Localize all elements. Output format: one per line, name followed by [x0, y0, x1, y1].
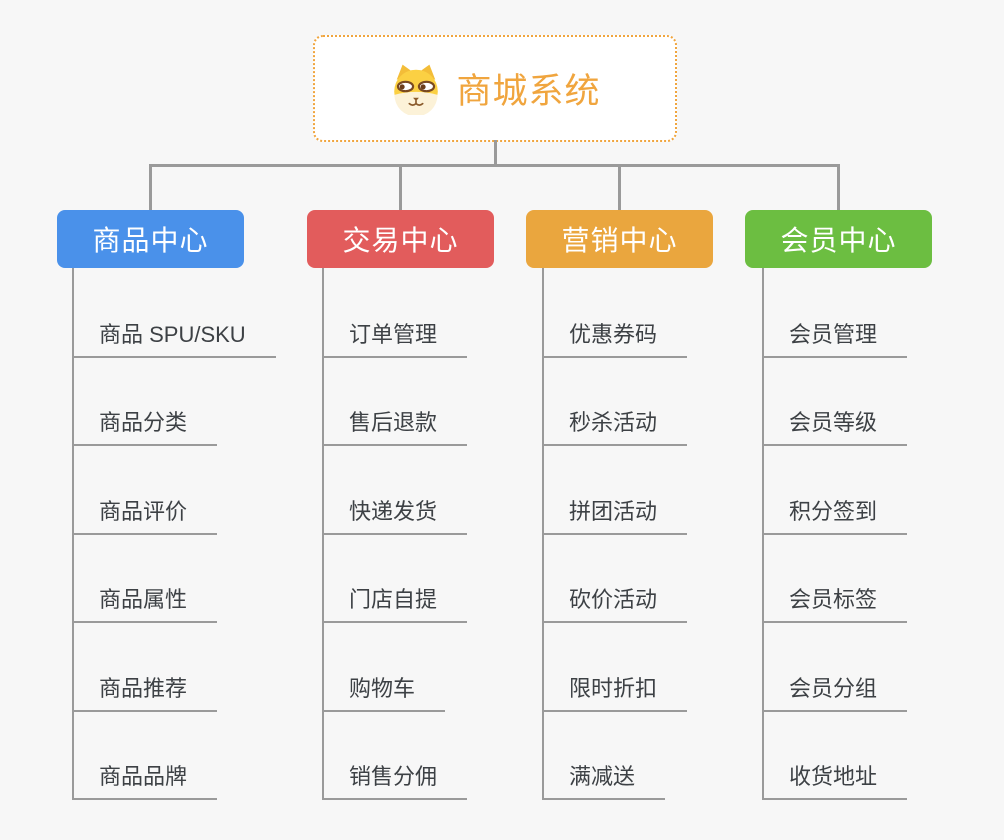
leaf-node[interactable]: 积分签到	[762, 495, 908, 535]
branch-node-member-center[interactable]: 会员中心	[745, 210, 932, 268]
leaf-node[interactable]: 商品评价	[72, 495, 218, 535]
leaf-node[interactable]: 满减送	[542, 760, 666, 800]
branch-node-trade-center[interactable]: 交易中心	[307, 210, 494, 268]
leaf-node[interactable]: 优惠券码	[542, 318, 688, 358]
connector-branch-stub-3	[618, 164, 621, 211]
leaf-node[interactable]: 商品分类	[72, 406, 218, 446]
leaf-node[interactable]: 会员分组	[762, 672, 908, 712]
connector-horizontal	[149, 164, 840, 167]
leaf-node[interactable]: 会员标签	[762, 583, 908, 623]
leaf-node[interactable]: 收货地址	[762, 760, 908, 800]
leaf-node[interactable]: 商品品牌	[72, 760, 218, 800]
leaf-node[interactable]: 会员等级	[762, 406, 908, 446]
dog-face-icon	[389, 63, 443, 115]
leaf-node[interactable]: 商品属性	[72, 583, 218, 623]
leaf-node[interactable]: 购物车	[322, 672, 446, 712]
leaf-node[interactable]: 门店自提	[322, 583, 468, 623]
root-title: 商城系统	[456, 72, 601, 111]
connector-branch-stub-2	[399, 164, 402, 211]
connector-branch-stub-1	[149, 164, 152, 211]
connector-root-stub	[494, 140, 497, 166]
leaf-node[interactable]: 商品推荐	[72, 672, 218, 712]
leaf-node[interactable]: 商品 SPU/SKU	[72, 318, 276, 358]
leaf-node[interactable]: 快递发货	[322, 495, 468, 535]
leaf-node[interactable]: 秒杀活动	[542, 406, 688, 446]
leaf-node[interactable]: 限时折扣	[542, 672, 688, 712]
branch-node-marketing-center[interactable]: 营销中心	[526, 210, 713, 268]
connector-branch-stub-4	[837, 164, 840, 211]
leaf-node[interactable]: 拼团活动	[542, 495, 688, 535]
leaf-node[interactable]: 售后退款	[322, 406, 468, 446]
leaf-node[interactable]: 销售分佣	[322, 760, 468, 800]
leaf-node[interactable]: 砍价活动	[542, 583, 688, 623]
branch-node-product-center[interactable]: 商品中心	[57, 210, 244, 268]
leaf-node[interactable]: 订单管理	[322, 318, 468, 358]
root-node[interactable]: 商城系统	[313, 35, 677, 142]
leaf-node[interactable]: 会员管理	[762, 318, 908, 358]
